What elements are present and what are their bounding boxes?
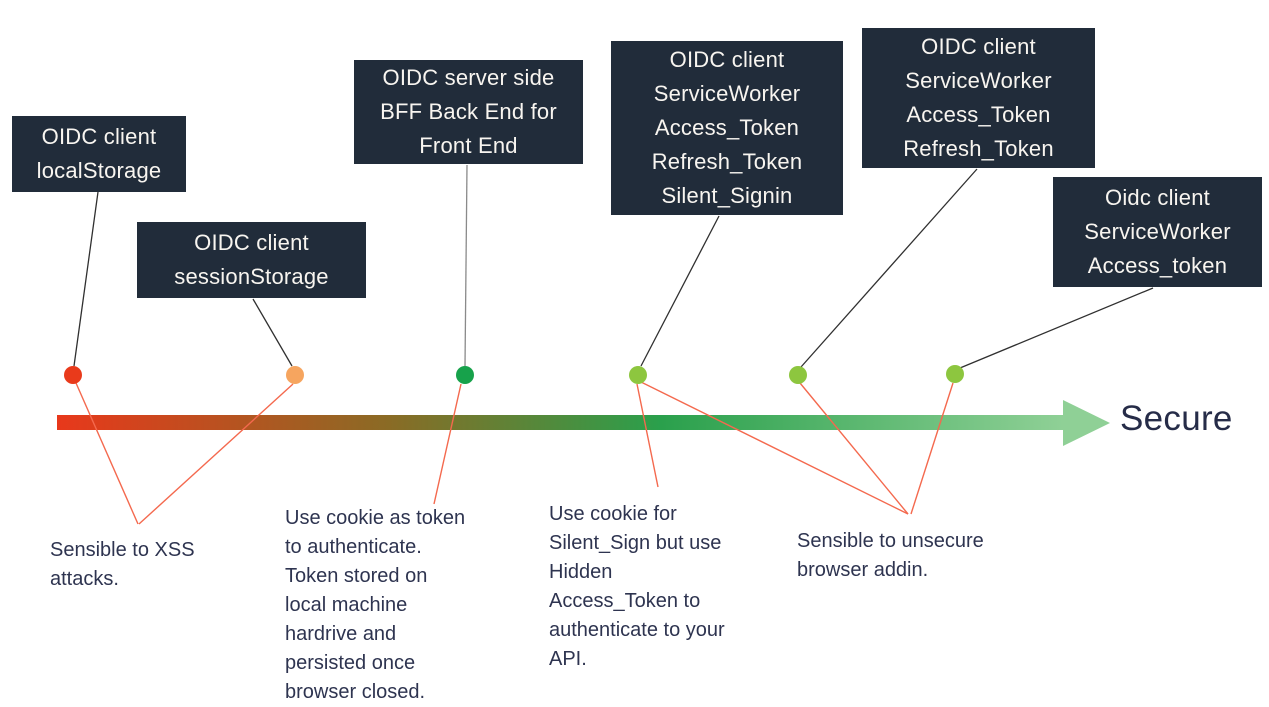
connector-serviceworker-silent-to-dot xyxy=(640,215,720,367)
redline-dot4-to-silentsign-note xyxy=(636,383,659,488)
connector-bff-to-dot xyxy=(464,164,468,367)
box-oidc-client-localstorage: OIDC client localStorage xyxy=(12,116,186,192)
dot-bff xyxy=(456,366,474,384)
dot-serviceworker-access xyxy=(946,365,964,383)
box-oidc-client-sessionstorage: OIDC client sessionStorage xyxy=(137,222,366,298)
redline-dot1-to-xss-note xyxy=(75,382,139,525)
redline-dot6-to-addin-note xyxy=(910,382,954,515)
dot-sessionstorage xyxy=(286,366,304,384)
secure-axis-label: Secure xyxy=(1120,399,1233,438)
connector-serviceworker-access-to-dot xyxy=(959,287,1154,369)
box-oidc-client-serviceworker-silent: OIDC client ServiceWorker Access_Token R… xyxy=(611,41,843,215)
redline-dot2-to-xss-note xyxy=(138,383,294,525)
box-oidc-client-serviceworker-refresh: OIDC client ServiceWorker Access_Token R… xyxy=(862,28,1095,168)
note-xss-attacks: Sensible to XSS attacks. xyxy=(50,539,195,590)
note-unsecure-addin: Sensible to unsecure browser addin. xyxy=(797,530,984,581)
connector-localstorage-to-dot xyxy=(73,191,99,367)
box-oidc-client-serviceworker-access: Oidc client ServiceWorker Access_token xyxy=(1053,177,1262,287)
redline-dot5-to-addin-note xyxy=(799,382,909,515)
redline-dot4-to-addin-note xyxy=(640,381,909,515)
dot-serviceworker-refresh xyxy=(789,366,807,384)
note-cookie-silent-sign: Use cookie for Silent_Sign but use Hidde… xyxy=(549,503,725,670)
security-gradient-bar xyxy=(57,415,1063,430)
secure-arrowhead-icon xyxy=(1063,400,1110,446)
dot-serviceworker-silent xyxy=(629,366,647,384)
note-cookie-as-token: Use cookie as token to authenticate. Tok… xyxy=(285,507,466,703)
box-oidc-server-side-bff: OIDC server side BFF Back End for Front … xyxy=(354,60,583,164)
connector-sessionstorage-to-dot xyxy=(252,298,293,367)
dot-localstorage xyxy=(64,366,82,384)
redline-dot3-to-cookie-note xyxy=(433,383,462,505)
